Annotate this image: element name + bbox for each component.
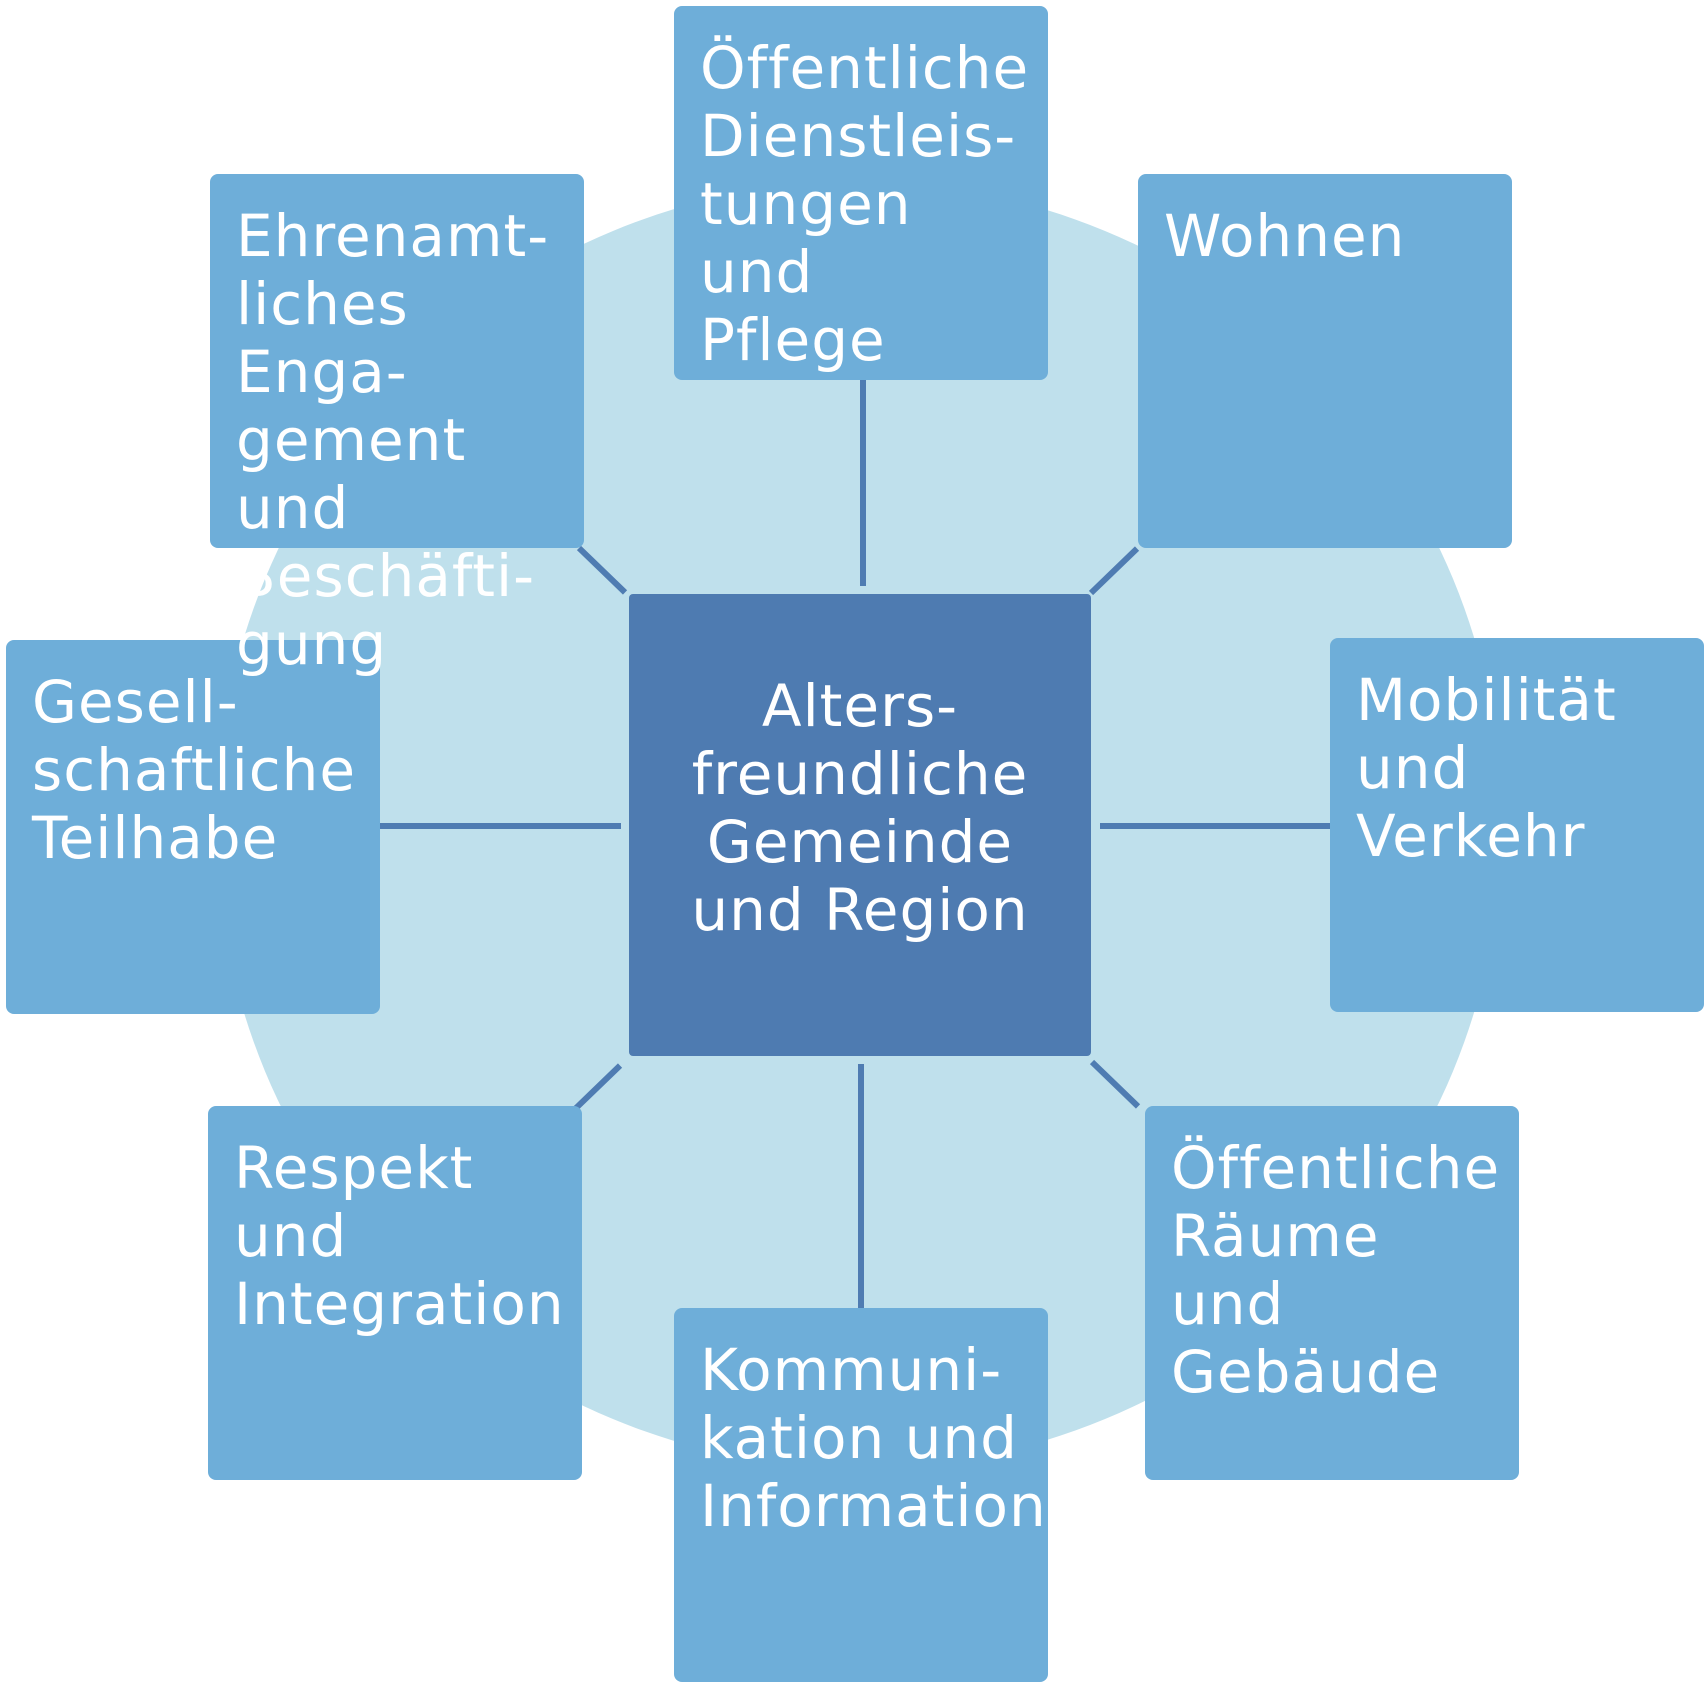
node-communication-information: Kommuni- kation und Information <box>674 1308 1048 1682</box>
center-node-label: Alters- freundliche Gemeinde und Region <box>691 672 1029 944</box>
node-mobility-transport: Mobilität und Verkehr <box>1330 638 1704 1012</box>
node-housing-label: Wohnen <box>1164 202 1406 270</box>
node-housing: Wohnen <box>1138 174 1512 548</box>
node-volunteering-employment: Ehrenamt- liches Enga- gement und Beschä… <box>210 174 584 678</box>
connector-top <box>860 380 866 586</box>
node-social-participation: Gesell- schaftliche Teilhabe <box>6 640 380 1014</box>
connector-right <box>1100 823 1331 829</box>
node-respect-integration-label: Respekt und Integration <box>234 1134 565 1338</box>
connector-left <box>380 823 621 829</box>
node-public-services-care: Öffentliche Dienstleis- tungen und Pfleg… <box>674 6 1048 380</box>
node-respect-integration: Respekt und Integration <box>208 1106 582 1480</box>
node-public-services-care-label: Öffentliche Dienstleis- tungen und Pfleg… <box>700 34 1030 374</box>
node-public-spaces-buildings: Öffentliche Räume und Gebäude <box>1145 1106 1519 1480</box>
node-public-spaces-buildings-label: Öffentliche Räume und Gebäude <box>1171 1134 1501 1406</box>
center-node-age-friendly-community: Alters- freundliche Gemeinde und Region <box>629 594 1091 1056</box>
node-communication-information-label: Kommuni- kation und Information <box>700 1336 1047 1540</box>
connector-bottom <box>858 1064 864 1308</box>
node-mobility-transport-label: Mobilität und Verkehr <box>1356 666 1617 870</box>
node-social-participation-label: Gesell- schaftliche Teilhabe <box>32 668 357 872</box>
node-volunteering-employment-label: Ehrenamt- liches Enga- gement und Beschä… <box>236 202 550 678</box>
